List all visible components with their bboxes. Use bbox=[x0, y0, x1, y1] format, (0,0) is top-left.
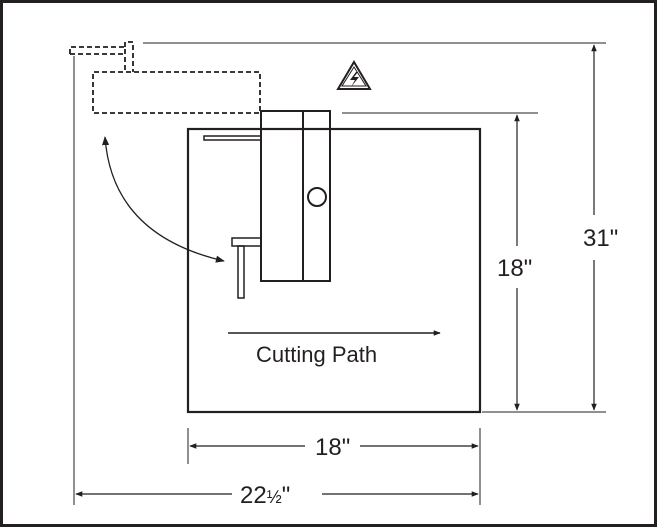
rip-fence bbox=[203, 135, 262, 141]
dimension-label-22-half: 22½" bbox=[240, 482, 290, 509]
dimension-label-22-inch-mark: " bbox=[282, 482, 291, 509]
cutting-path-label: Cutting Path bbox=[256, 342, 377, 367]
dimension-label-22-whole: 22 bbox=[240, 482, 267, 509]
blade-arbor bbox=[307, 187, 327, 207]
dimension-label-18-horizontal: 18" bbox=[315, 434, 350, 461]
saw-body bbox=[260, 110, 331, 282]
dimension-label-31: 31" bbox=[583, 225, 618, 252]
swing-arc-arrow bbox=[101, 136, 225, 263]
saw-handle-grip bbox=[231, 237, 262, 247]
table-outline bbox=[186, 127, 482, 414]
saw-arm-swing-outline bbox=[69, 41, 261, 114]
electrical-hazard-warning-icon bbox=[336, 60, 372, 90]
dimension-label-18-vertical: 18" bbox=[497, 255, 532, 282]
saw-handle-post bbox=[237, 245, 245, 299]
dimension-label-22-fraction: ½ bbox=[267, 487, 282, 507]
